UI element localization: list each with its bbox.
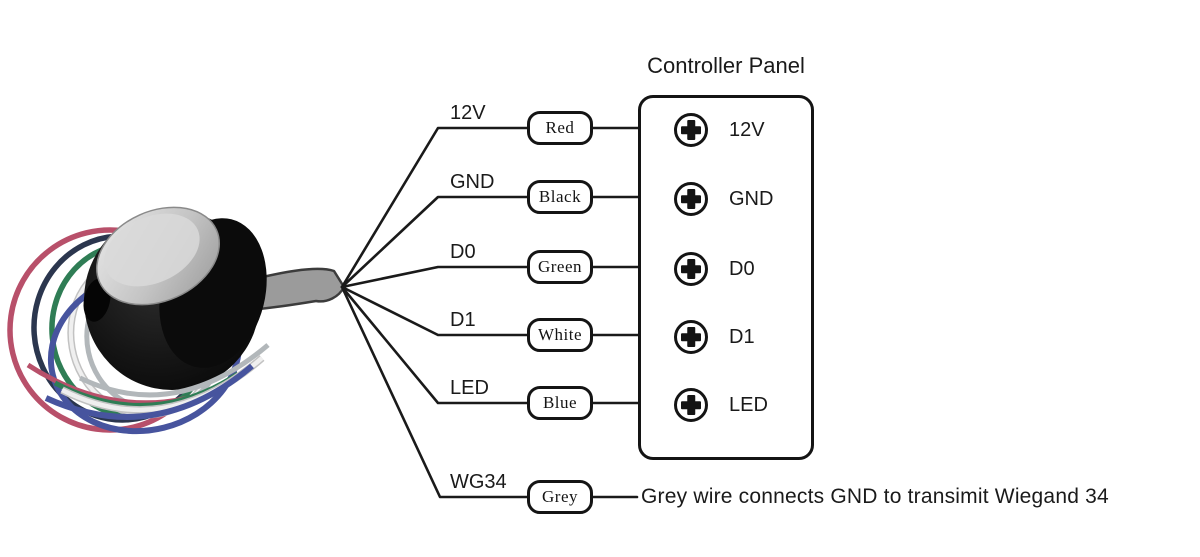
terminal-label: GND xyxy=(729,187,774,210)
color-box-red: Red xyxy=(527,111,593,145)
reader-top-plateau xyxy=(104,213,200,287)
wire-label-d0: D0 xyxy=(450,241,476,263)
wire-label-led: LED xyxy=(450,377,489,399)
silver-wire-front xyxy=(78,343,270,398)
color-box-black: Black xyxy=(527,180,593,214)
wire-label-gnd: GND xyxy=(450,171,495,193)
wire-label-d1: D1 xyxy=(450,309,476,331)
terminal-row-12v: 12V xyxy=(641,112,811,148)
grey-cable xyxy=(244,267,346,312)
wire-line-d0 xyxy=(340,265,640,289)
terminal-label: LED xyxy=(729,393,768,416)
screw-terminal-icon xyxy=(674,252,708,286)
terminal-row-gnd: GND xyxy=(641,181,811,217)
terminal-label: D0 xyxy=(729,257,755,280)
screw-terminal-icon xyxy=(674,320,708,354)
terminal-row-d1: D1 xyxy=(641,319,811,355)
controller-panel-title: Controller Panel xyxy=(647,53,805,78)
wire-line-gnd xyxy=(340,195,640,289)
grey-wire-note: Grey wire connects GND to transimit Wieg… xyxy=(641,485,1109,508)
wire-label-12v: 12V xyxy=(450,102,486,124)
wire-line-d1 xyxy=(340,285,640,337)
screw-terminal-icon xyxy=(674,388,708,422)
screw-terminal-icon xyxy=(674,113,708,147)
screw-terminal-icon xyxy=(674,182,708,216)
wire-line-led xyxy=(340,285,640,405)
color-box-grey: Grey xyxy=(527,480,593,514)
wire-line-12v xyxy=(340,126,640,289)
wire-line-wg34 xyxy=(340,285,639,499)
color-box-green: Green xyxy=(527,250,593,284)
color-box-white: White xyxy=(527,318,593,352)
controller-panel: 12V GND D0 D1 LED xyxy=(638,95,814,460)
terminal-label: 12V xyxy=(729,118,765,141)
reader-device-photo xyxy=(7,206,346,435)
terminal-row-d0: D0 xyxy=(641,251,811,287)
blue-wire-front xyxy=(44,363,254,420)
color-box-blue: Blue xyxy=(527,386,593,420)
terminal-row-led: LED xyxy=(641,387,811,423)
terminal-label: D1 xyxy=(729,325,755,348)
wire-label-wg34: WG34 xyxy=(450,471,507,493)
